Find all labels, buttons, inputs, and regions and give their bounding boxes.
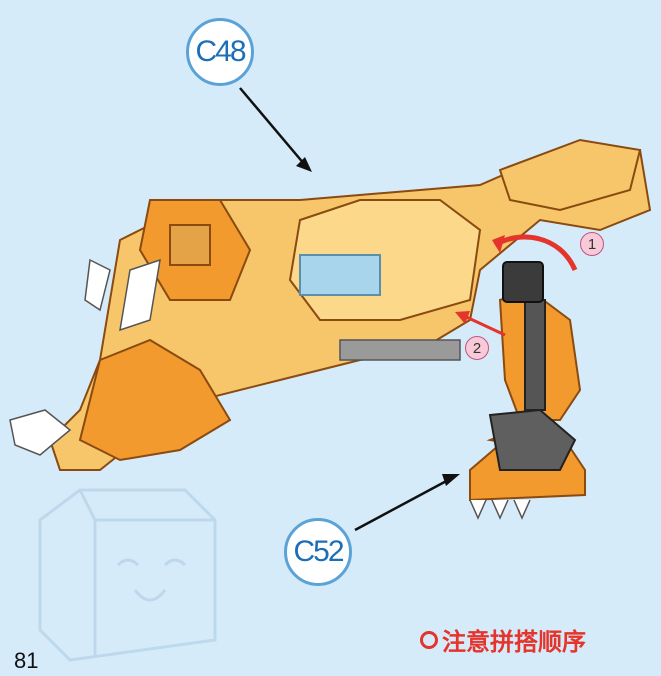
assembly-arrows xyxy=(455,234,578,337)
step-badge-2: 2 xyxy=(465,336,489,360)
mascot-watermark xyxy=(38,488,217,662)
callout-c48: C48 xyxy=(186,18,254,86)
leg-assembly xyxy=(469,261,586,520)
callout-c52: C52 xyxy=(284,518,352,586)
note-text: 注意拼搭顺序 xyxy=(442,628,586,656)
page-number: 81 xyxy=(14,648,39,673)
dinosaur-body xyxy=(9,138,652,471)
callout-leaders xyxy=(239,87,460,532)
step-badge-1: 1 xyxy=(580,232,604,256)
assembly-order-note: 注意拼搭顺序 xyxy=(420,622,586,657)
circle-marker-icon xyxy=(420,630,438,649)
